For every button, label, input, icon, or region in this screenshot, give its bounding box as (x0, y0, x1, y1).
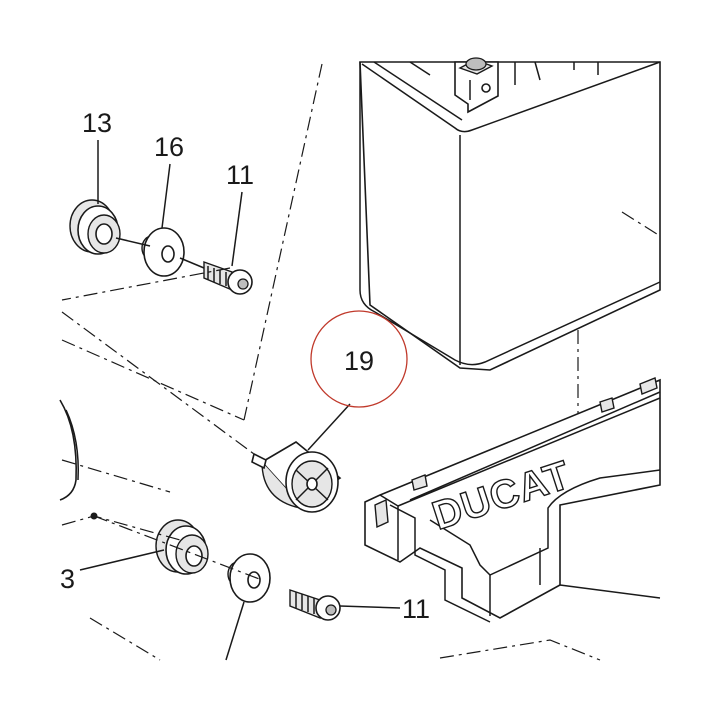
callout-11-top: 11 (226, 160, 254, 190)
callout-13-top: 13 (82, 108, 112, 138)
callout-19: 19 (344, 346, 374, 376)
center-lines (61, 63, 601, 661)
battery-tray: DUCAT (364, 377, 661, 623)
callout-3: 3 (60, 564, 75, 594)
callout-16: 16 (154, 132, 184, 162)
bolt-11-top (203, 261, 253, 295)
callout-11-bottom: 11 (402, 594, 430, 624)
battery-terminal (454, 57, 499, 114)
battery (359, 57, 661, 470)
frame-outline (59, 399, 79, 501)
buffer-19 (251, 441, 342, 513)
grommet-13-top (69, 199, 121, 255)
bolt-11-bottom (289, 589, 341, 621)
grommet-3 (155, 519, 209, 575)
washer-bottom (227, 553, 271, 603)
washer-16 (141, 227, 185, 277)
leader-lines (79, 140, 401, 661)
highlight-circle-19 (310, 310, 408, 408)
